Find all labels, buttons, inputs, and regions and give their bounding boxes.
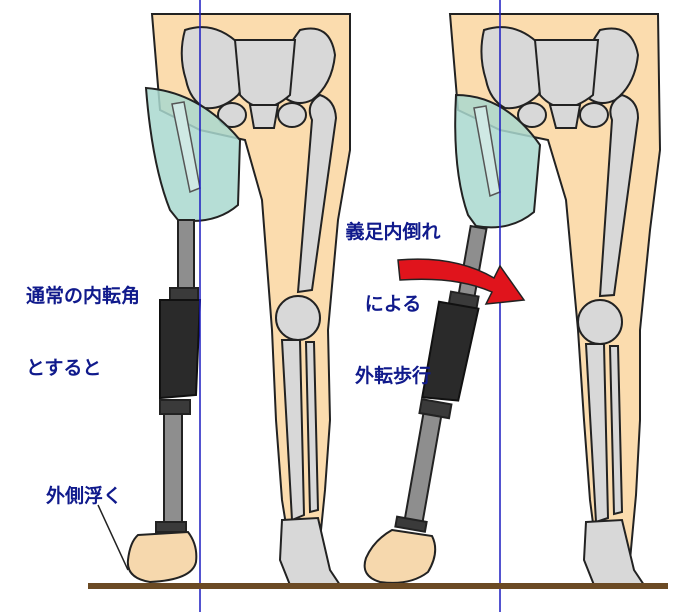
- left-natural-knee: [275, 295, 321, 341]
- inward-tilt-label: 義足内倒れ による 外転歩行: [338, 172, 448, 412]
- right-figure: [363, 0, 662, 612]
- left-natural-femur: [296, 93, 338, 294]
- normal-adduction-line-1: 通常の内転角: [26, 285, 141, 307]
- left-upper-pylon: [177, 219, 195, 291]
- left-pelvis: [180, 26, 337, 129]
- left-lower-joint: [159, 399, 191, 415]
- normal-adduction-label: 通常の内転角 とすると: [26, 236, 140, 404]
- left-ankle-adapter: [155, 521, 187, 533]
- right-prosthetic-foot: [363, 528, 437, 584]
- left-lower-pylon: [163, 413, 183, 527]
- right-pelvis: [480, 26, 640, 129]
- abduction-arrow: [397, 258, 526, 305]
- right-natural-knee: [577, 299, 623, 345]
- inward-tilt-line-1: 義足内倒れ: [345, 221, 441, 243]
- inward-tilt-line-3: 外転歩行: [354, 365, 431, 387]
- left-prosthetic-foot: [126, 530, 198, 584]
- right-natural-fibula: [608, 345, 624, 516]
- right-prosthetic-shank: [394, 224, 488, 533]
- left-natural-tibia: [280, 339, 306, 522]
- left-shank-cover: [159, 299, 202, 400]
- normal-adduction-line-2: とすると: [26, 357, 102, 379]
- left-figure: [97, 0, 351, 612]
- outer-lift-pointer: [97, 504, 129, 571]
- outer-lift-label: 外側浮く: [46, 485, 123, 507]
- left-natural-fibula: [304, 341, 320, 514]
- right-natural-femur: [598, 93, 640, 298]
- ground-line: [88, 583, 668, 589]
- right-socket: [454, 93, 542, 229]
- left-natural-foot: [278, 516, 342, 586]
- right-natural-tibia: [584, 343, 610, 524]
- right-natural-foot: [582, 518, 646, 586]
- inward-tilt-line-2: による: [364, 293, 422, 315]
